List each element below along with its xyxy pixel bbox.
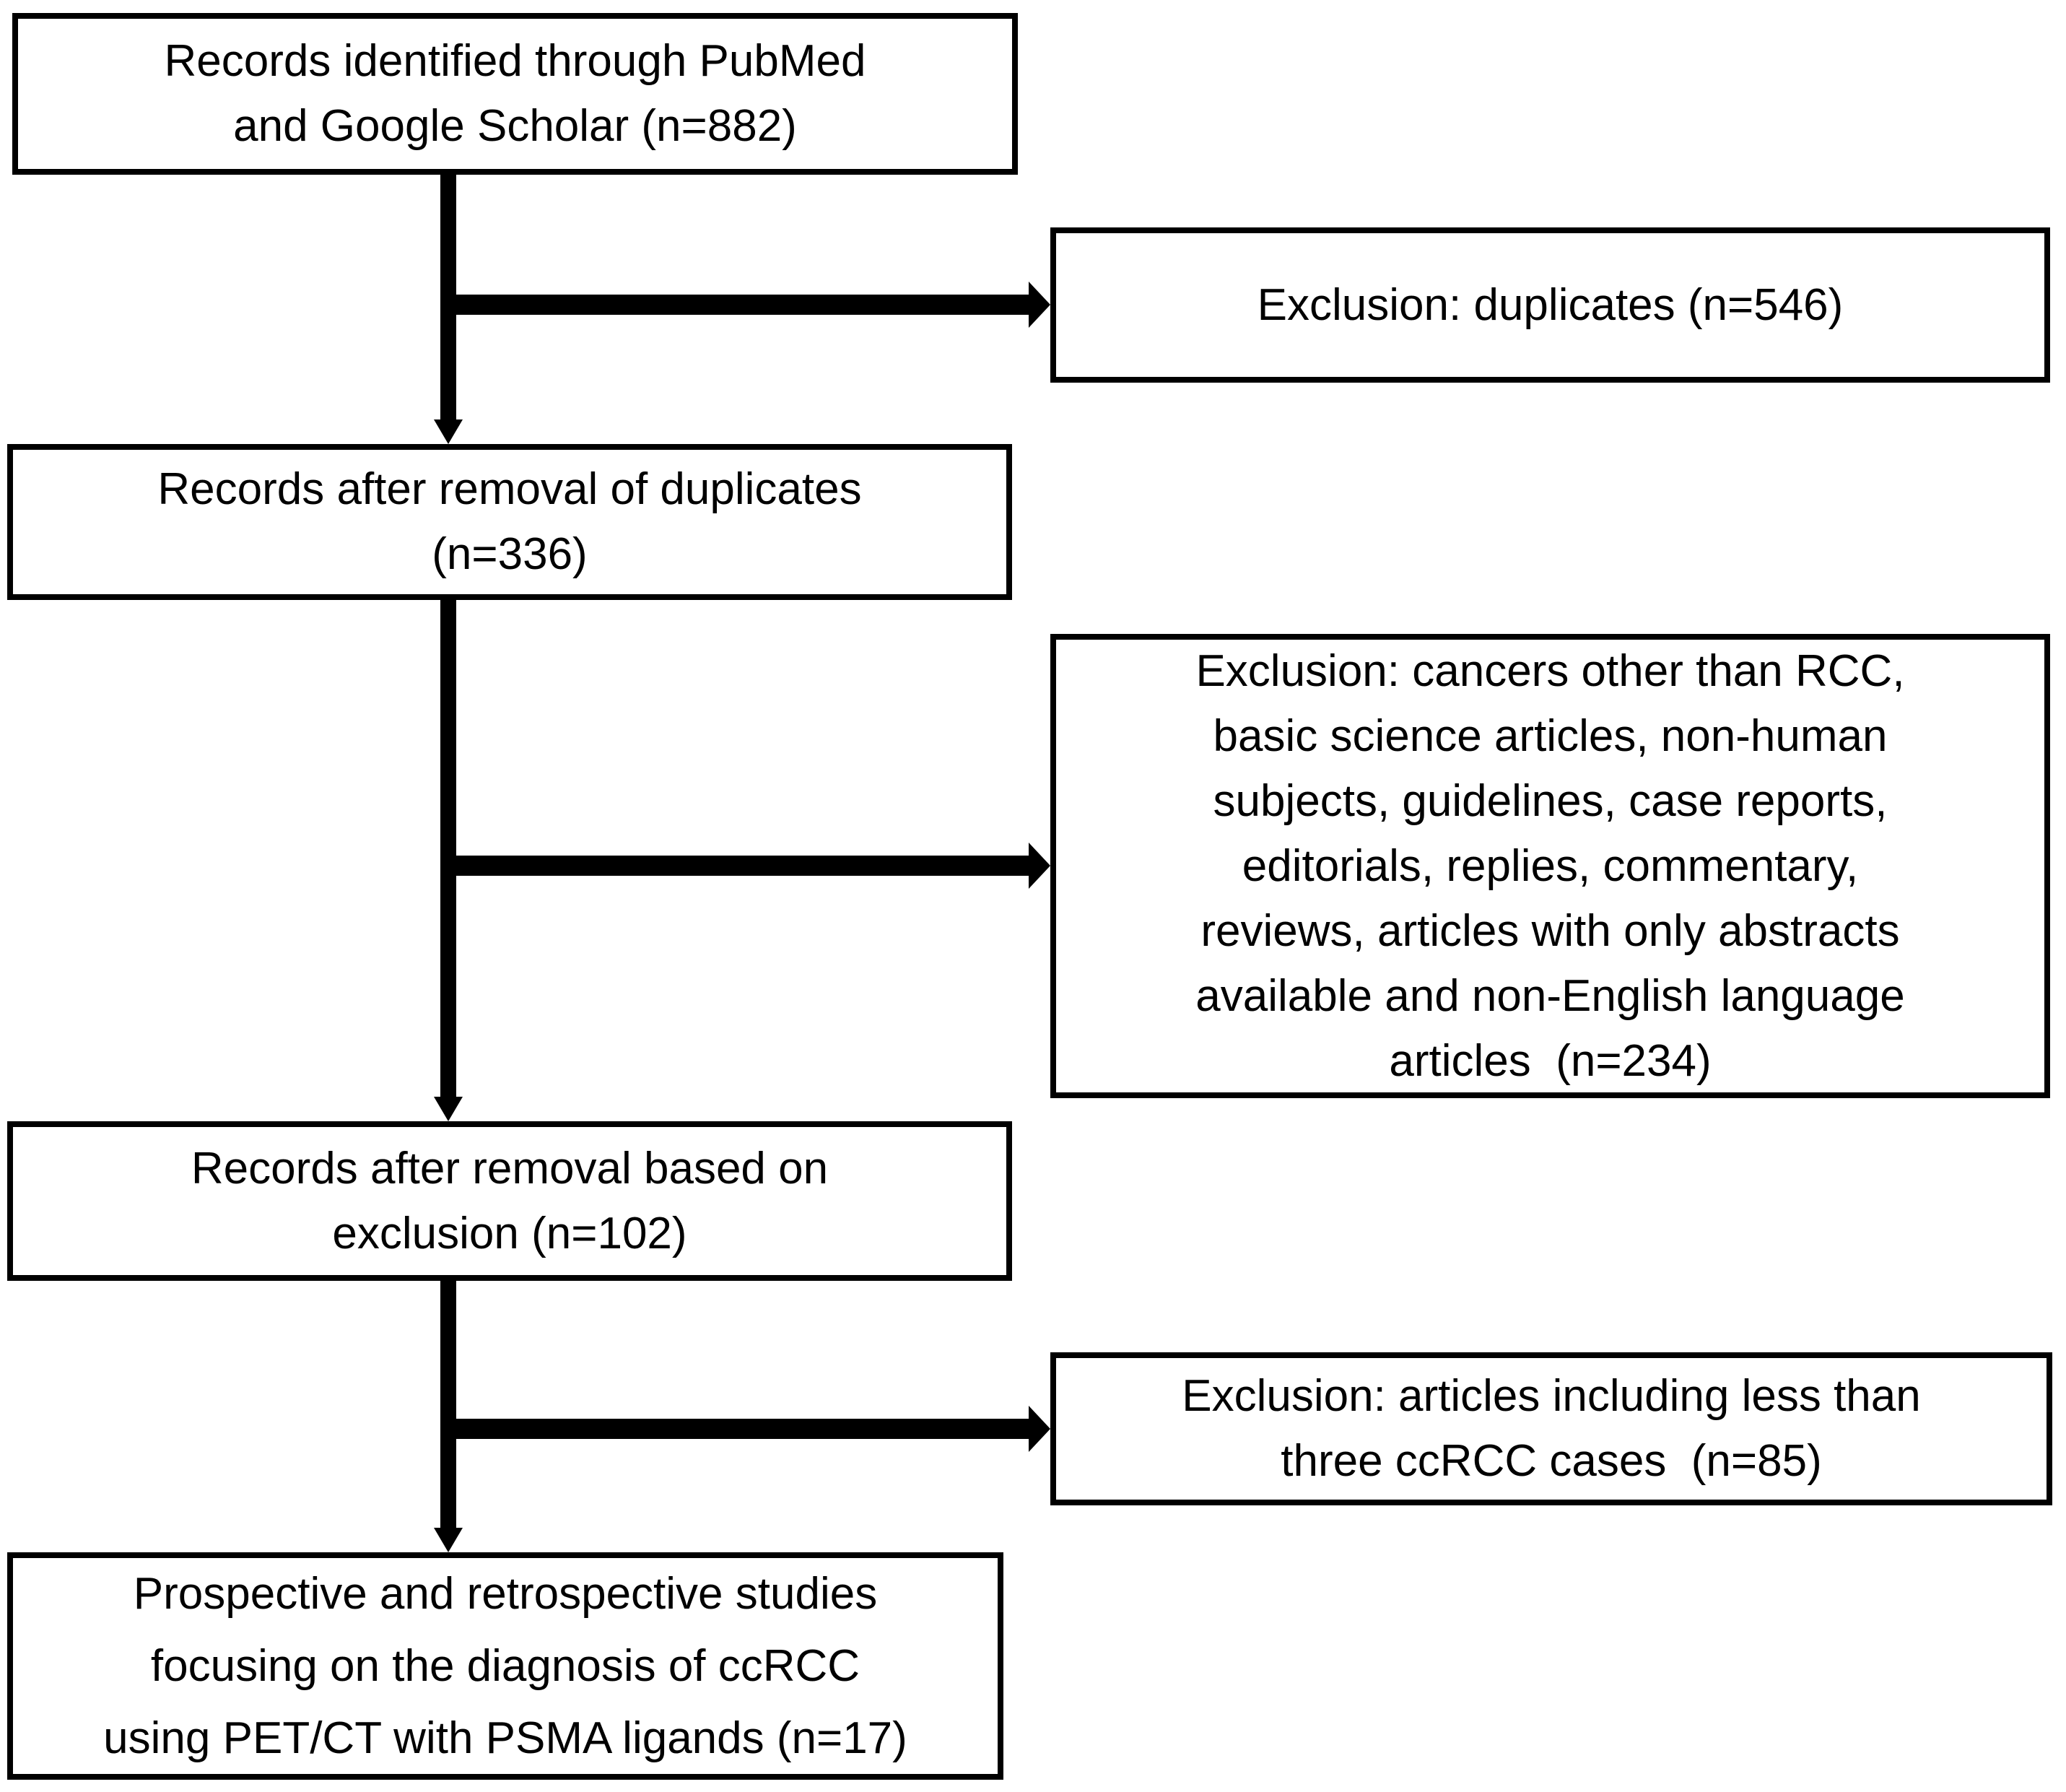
arrow-down-2-head-icon	[434, 1097, 463, 1121]
arrow-right-1-head-icon	[1029, 282, 1050, 328]
arrow-right-2-head-icon	[1029, 843, 1050, 889]
arrow-down-3-head-icon	[434, 1528, 463, 1552]
box-exclusion-duplicates: Exclusion: duplicates (n=546)	[1050, 227, 2050, 383]
box-exclusion-few-ccrcc-cases: Exclusion: articles including less than …	[1050, 1352, 2052, 1505]
arrow-down-1-head-icon	[434, 419, 463, 444]
arrow-right-2-shaft	[440, 856, 1029, 876]
box-records-after-exclusion: Records after removal based on exclusion…	[7, 1121, 1012, 1281]
arrow-down-3-shaft	[440, 1281, 456, 1531]
box-records-after-duplicate-removal: Records after removal of duplicates (n=3…	[7, 444, 1012, 600]
arrow-down-2-shaft	[440, 600, 456, 1100]
box-exclusion-criteria: Exclusion: cancers other than RCC, basic…	[1050, 634, 2050, 1098]
arrow-right-3-shaft	[440, 1419, 1029, 1439]
arrow-right-3-head-icon	[1029, 1406, 1050, 1452]
box-included-studies: Prospective and retrospective studies fo…	[7, 1552, 1003, 1780]
box-records-identified: Records identified through PubMed and Go…	[12, 13, 1018, 175]
arrow-right-1-shaft	[440, 295, 1029, 315]
